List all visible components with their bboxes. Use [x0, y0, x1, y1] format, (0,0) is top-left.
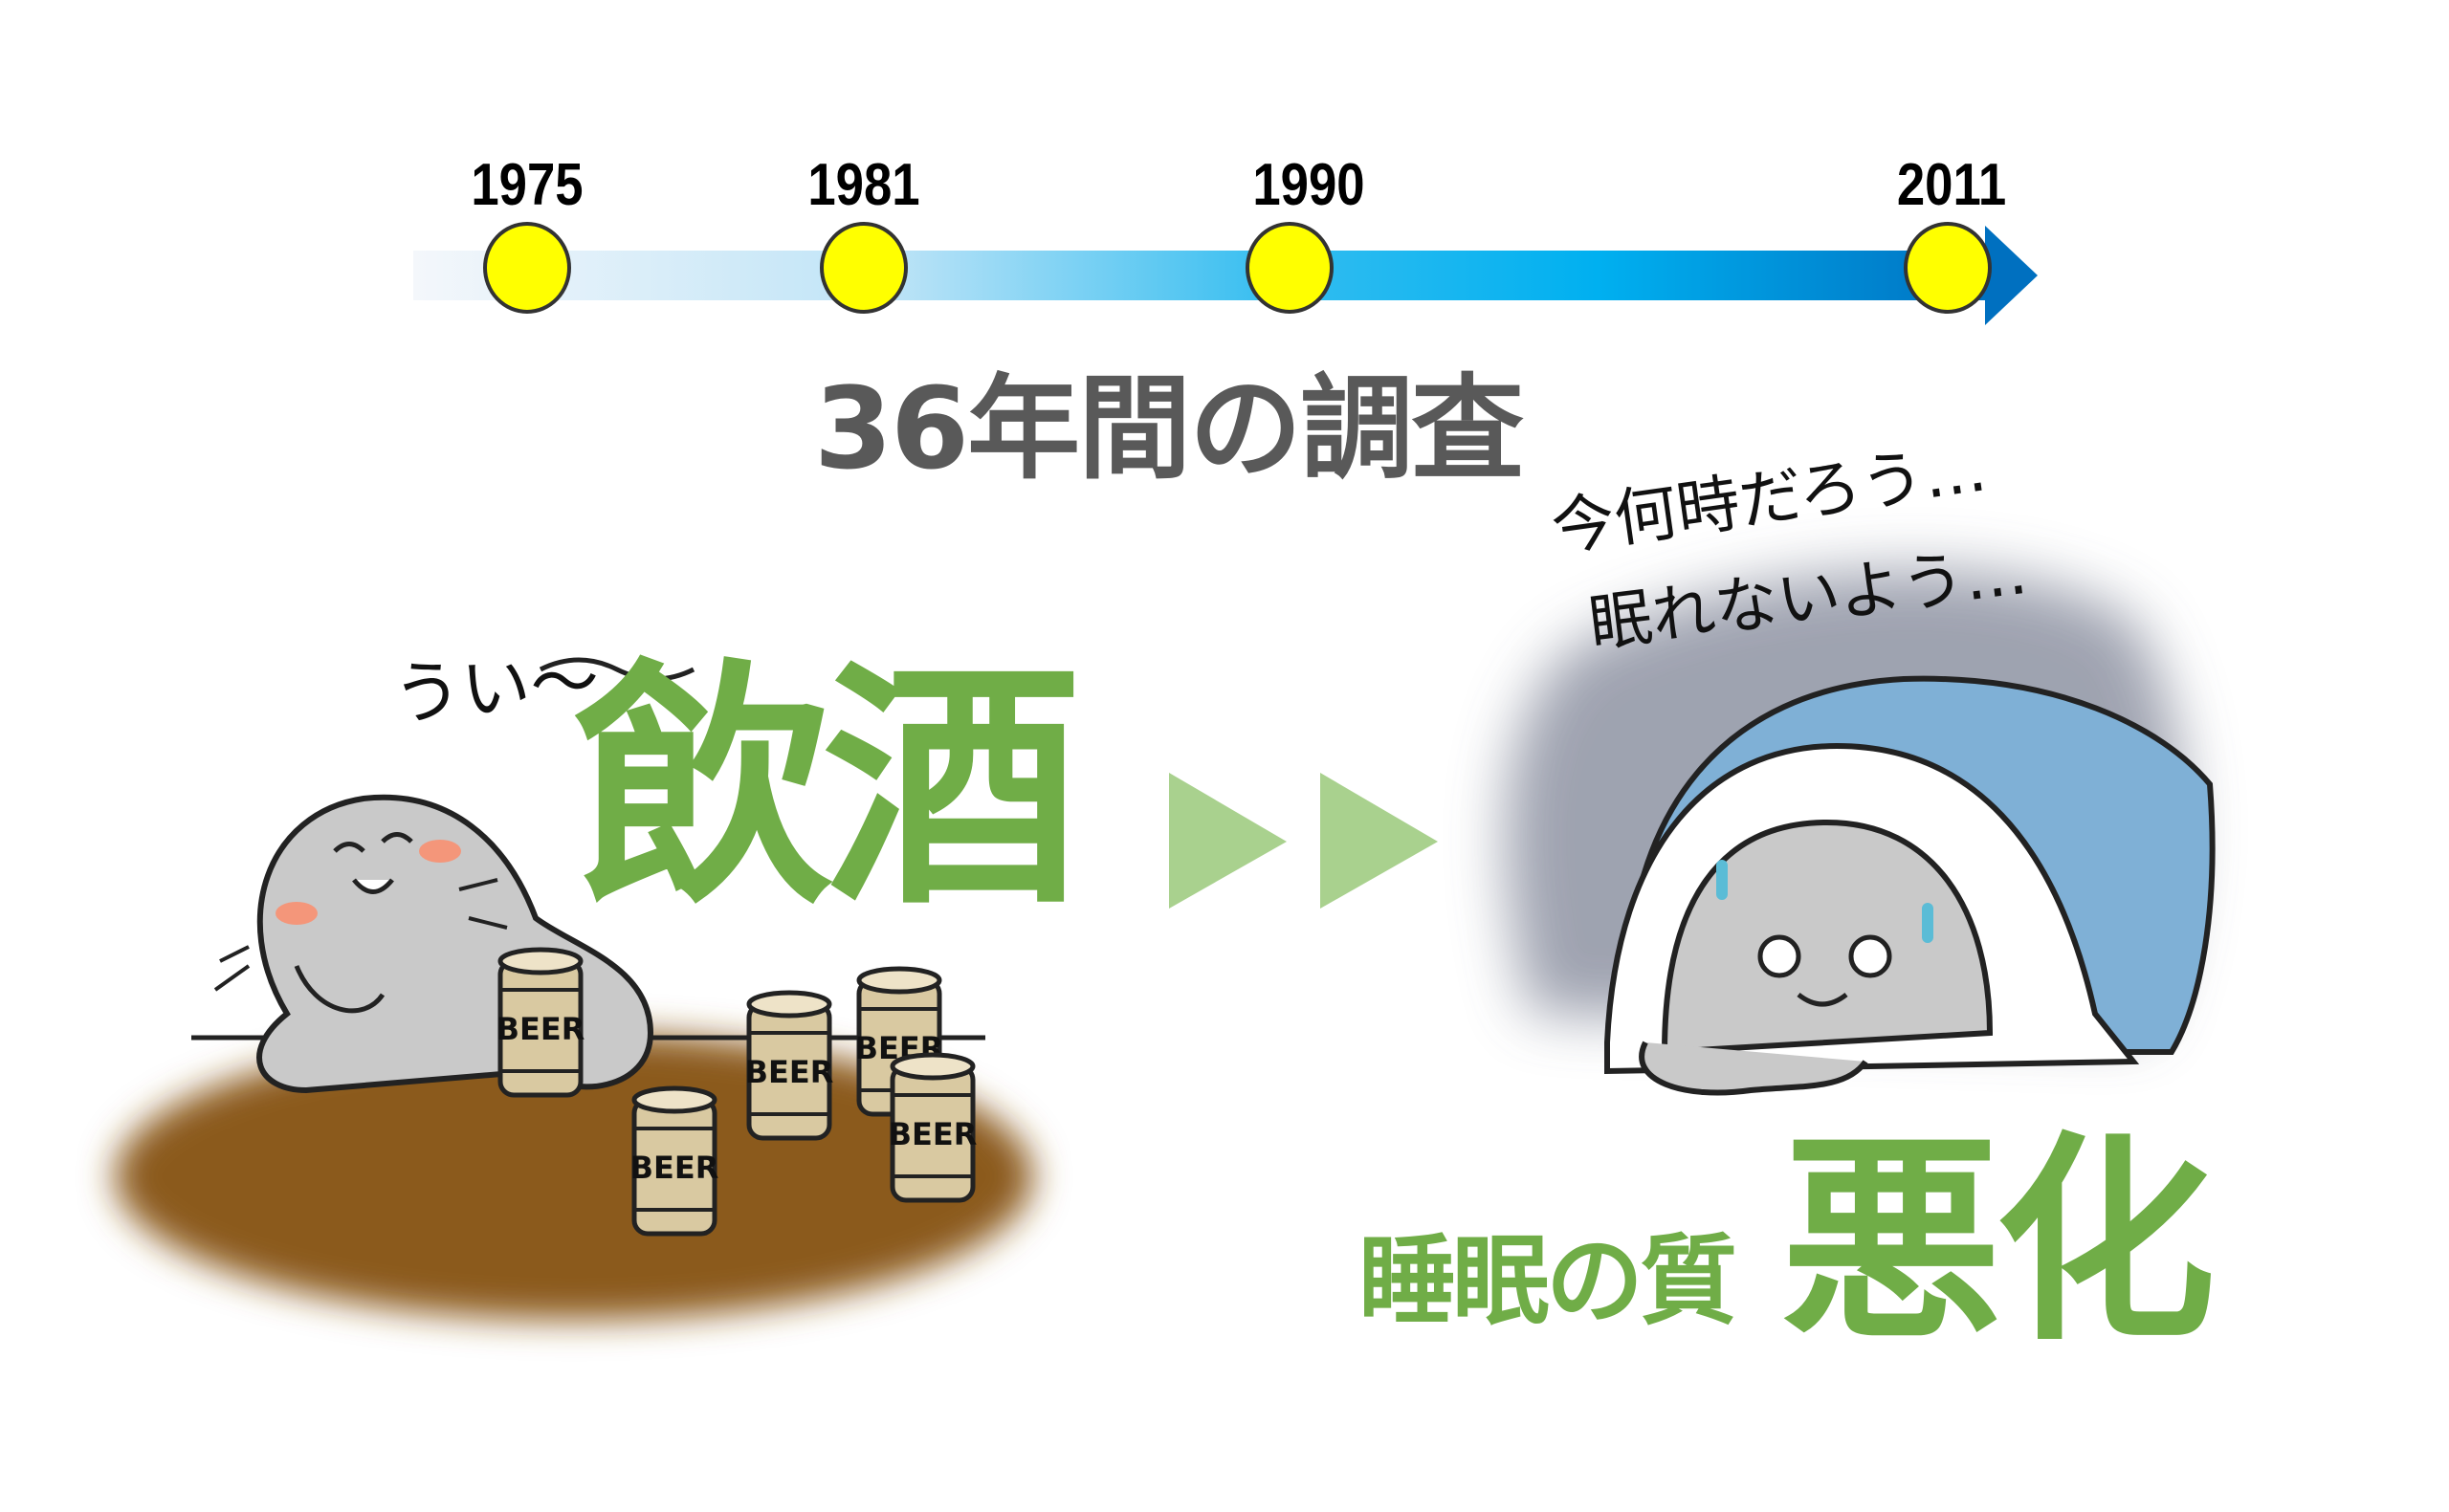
timeline-marker-1981: [820, 222, 908, 314]
transition-arrows: [1169, 773, 1438, 909]
beer-can-label: BEER: [630, 1150, 719, 1186]
play-arrow-icon: [1320, 773, 1438, 909]
play-arrow-icon: [1169, 773, 1287, 909]
beer-can: BEER: [496, 950, 585, 1095]
timeline-year-2011: 2011: [1896, 152, 2007, 218]
timeline-year-1990: 1990: [1252, 152, 1365, 218]
beer-can: BEER: [745, 993, 834, 1138]
timeline-arrowhead: [1985, 226, 2038, 325]
worsening-heading: 悪化: [1781, 1115, 2216, 1370]
speech-ui: うい〜: [389, 640, 603, 735]
timeline-marker-1990: [1246, 222, 1334, 314]
drinking-seal-illustration: BEER BEER BEER BEER BEER: [115, 657, 1033, 1320]
beer-can-label: BEER: [496, 1011, 585, 1047]
timeline-bar: [413, 251, 1992, 300]
beer-can: BEER: [889, 1055, 978, 1200]
sleepless-seal-illustration: [1505, 569, 2216, 1096]
drinking-heading: 飲酒: [574, 638, 1081, 939]
timeline: [413, 222, 2038, 325]
timeline-year-1975: 1975: [471, 152, 584, 218]
timeline-year-1981: 1981: [807, 152, 920, 218]
sleep-quality-label: 睡眠の質: [1358, 1225, 1737, 1339]
timeline-title: 36年間の調査: [813, 362, 1524, 494]
beer-can-label: BEER: [745, 1054, 834, 1090]
timeline-marker-1975: [483, 222, 571, 314]
timeline-marker-2011: [1904, 222, 1992, 314]
beer-can-label: BEER: [889, 1116, 978, 1152]
beer-can: BEER: [630, 1088, 719, 1234]
